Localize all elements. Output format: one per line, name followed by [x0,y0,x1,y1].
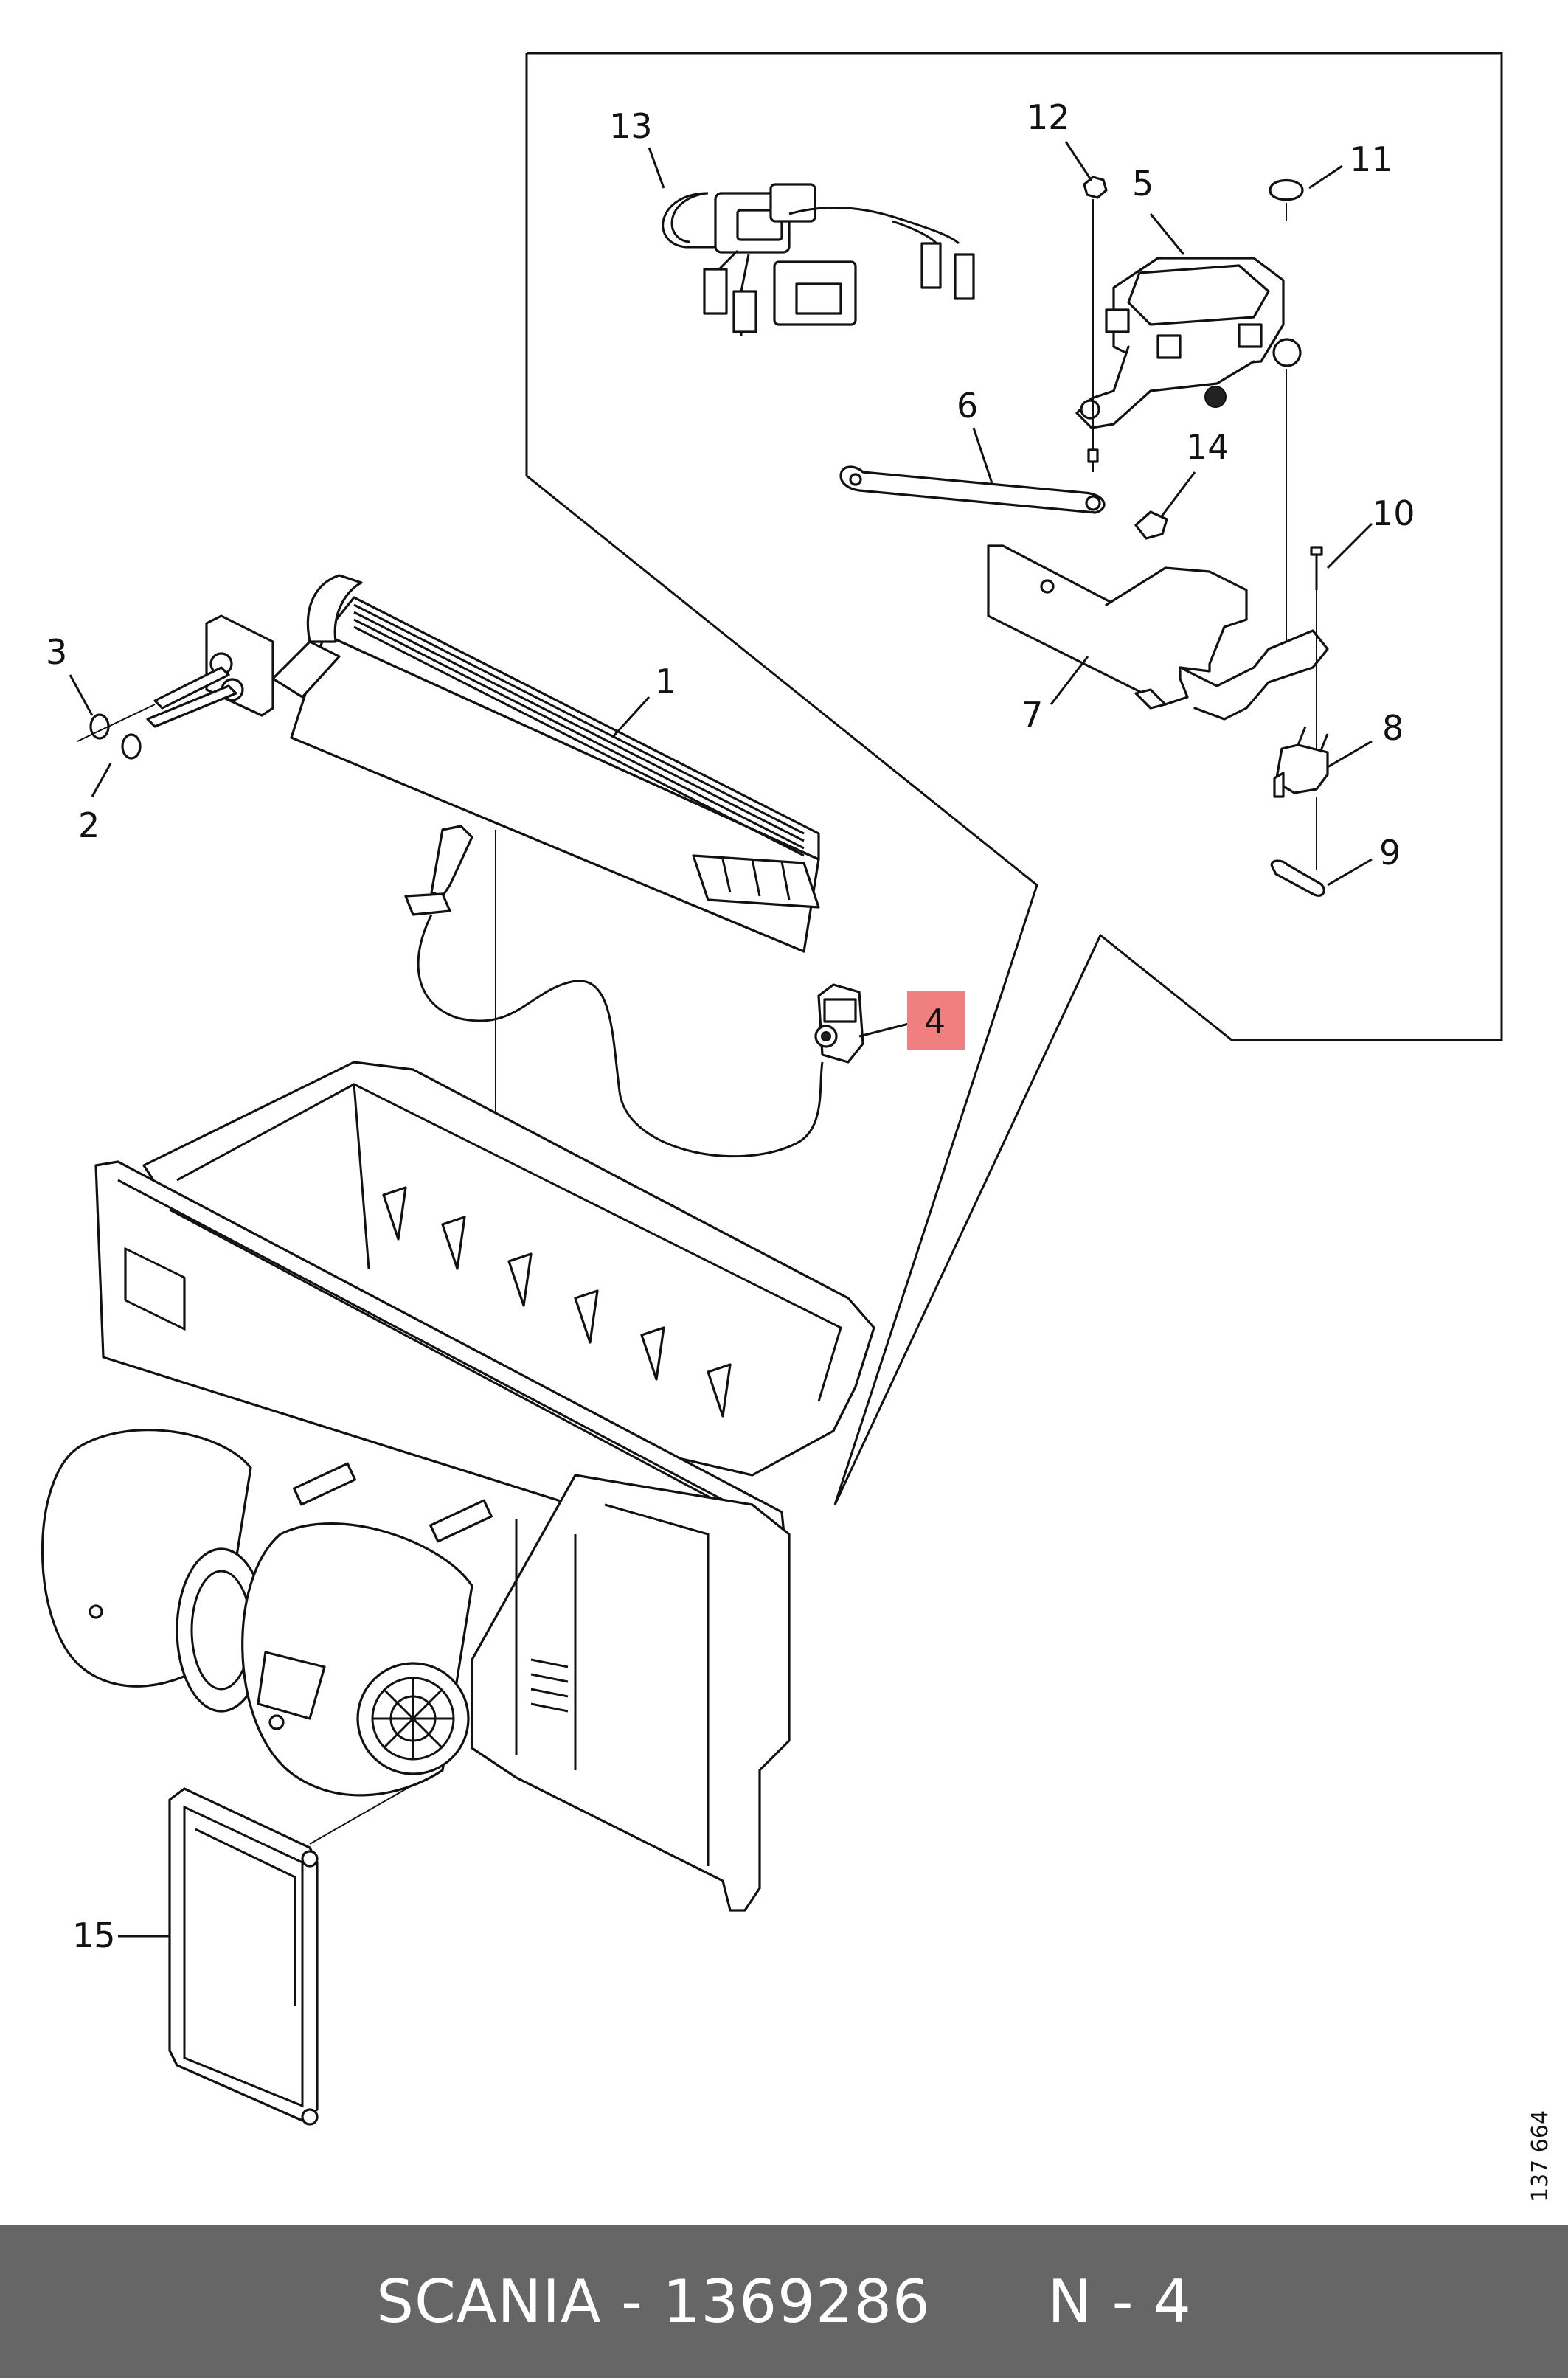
callout-8: 8 [1382,708,1404,748]
callout-15: 15 [72,1916,116,1955]
callout-4: 4 [924,1002,946,1041]
nut-12 [1083,176,1108,199]
hvac-housing [94,1061,875,1912]
link-rod-6 [839,465,1106,514]
screw-11 [1269,179,1304,201]
callout-4-highlight [907,991,965,1050]
position-label: N - 4 [1047,2267,1192,2336]
part-number: 1369286 [662,2267,931,2336]
bracket-7 [987,544,1189,706]
blower-fan-right [241,1522,473,1797]
callout-13: 13 [609,106,653,146]
o-ring-3 [89,713,110,740]
callout-14: 14 [1186,427,1229,467]
temperature-sensor-cable [404,825,824,1158]
brand-name: SCANIA [376,2267,602,2336]
filter-15 [168,1787,319,2126]
parts-diagram: 1 2 3 4 5 6 7 8 9 10 11 12 13 14 15 137 … [41,52,1553,2202]
actuator-5 [1075,257,1302,429]
screw-10 [1310,546,1323,556]
wiring-harness-13 [662,183,975,336]
footer-bar: SCANIA - 1369286 N - 4 [0,2225,1568,2378]
document-number: 137 664 [1527,2110,1553,2202]
separator: - [601,2267,663,2336]
o-ring-2 [121,733,142,760]
lever-9 [1270,859,1325,897]
callout-10: 10 [1372,493,1415,533]
callout-3: 3 [46,632,67,672]
callout-12: 12 [1027,97,1070,137]
leader-lines [69,141,1373,1938]
callout-2: 2 [78,805,100,845]
callout-11: 11 [1350,139,1393,179]
callout-1: 1 [655,662,676,701]
blower-fan-left [41,1429,267,1713]
callout-7: 7 [1021,695,1043,735]
callout-5: 5 [1132,164,1154,204]
sensor-4 [814,983,864,1064]
detail-inset-frame [525,52,1503,1505]
heater-core-1 [146,574,820,953]
footer-text: SCANIA - 1369286 N - 4 [0,2225,1568,2378]
fan-shaft [293,1462,356,1506]
switch-8 [1273,726,1329,798]
screw-14 [1134,510,1168,540]
spacer [931,2267,1048,2336]
callout-9: 9 [1379,833,1401,873]
callout-6: 6 [957,386,978,426]
